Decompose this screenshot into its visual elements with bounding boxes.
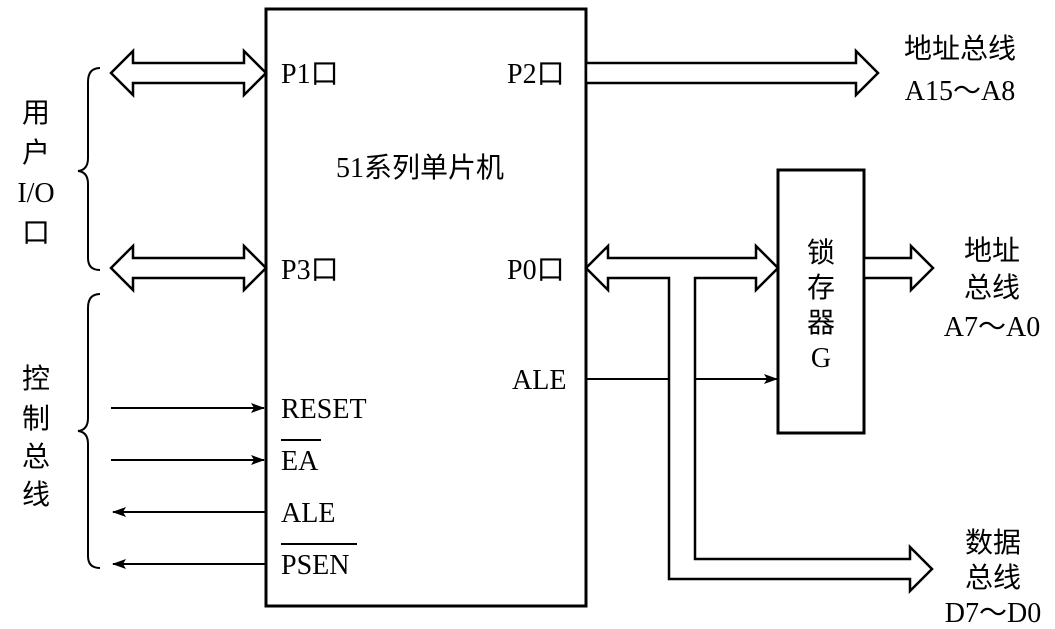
user-io-brace xyxy=(77,67,101,271)
user-io-label-3: I/O xyxy=(17,178,54,209)
p0-label: P0口 xyxy=(507,255,565,286)
p3-label: P3口 xyxy=(281,255,339,286)
reset-label: RESET xyxy=(281,394,367,425)
p1-bus-arrow xyxy=(109,47,268,99)
low-address-label-2: 总线 xyxy=(964,272,1020,304)
ale-left-label: ALE xyxy=(281,498,335,529)
user-io-label-1: 用 xyxy=(22,98,50,129)
p1-label: P1口 xyxy=(281,59,339,90)
control-bus-label-1: 控 xyxy=(22,363,50,395)
p2-label: P2口 xyxy=(507,59,565,90)
control-bus-label-2: 制 xyxy=(22,403,50,435)
latch-label-2: 存 xyxy=(807,272,835,304)
low-address-label-3: A7～A0 xyxy=(944,312,1040,343)
p2-bus-arrow xyxy=(584,47,880,99)
high-address-label-2: A15～A8 xyxy=(905,76,1015,107)
mcu-title: 51系列单片机 xyxy=(336,152,504,184)
control-bus-brace xyxy=(77,293,101,569)
data-bus-label-3: D7～D0 xyxy=(945,598,1041,629)
data-bus-label-1: 数据 xyxy=(965,527,1021,559)
high-address-label-1: 地址总线 xyxy=(904,33,1016,65)
control-bus-label-4: 线 xyxy=(22,479,50,511)
low-address-label-1: 地址 xyxy=(964,235,1020,267)
data-bus-label-2: 总线 xyxy=(965,562,1021,594)
latch-box xyxy=(776,168,866,435)
psen-label: PSEN xyxy=(281,550,349,581)
ea-label: EA xyxy=(281,446,319,477)
user-io-label-4: 口 xyxy=(22,218,50,249)
latch-label-1: 锁 xyxy=(807,237,835,269)
p3-bus-arrow xyxy=(109,242,268,294)
latch-label-4: G xyxy=(811,343,831,374)
user-io-label-2: 户 xyxy=(22,137,50,169)
ale-right-label: ALE xyxy=(512,365,566,396)
control-bus-label-3: 总 xyxy=(22,441,50,473)
latch-output-bus-arrow xyxy=(862,242,935,294)
mcu-box xyxy=(264,7,588,608)
latch-label-3: 器 xyxy=(807,308,835,339)
p0-data-bus-arrow xyxy=(584,242,934,595)
